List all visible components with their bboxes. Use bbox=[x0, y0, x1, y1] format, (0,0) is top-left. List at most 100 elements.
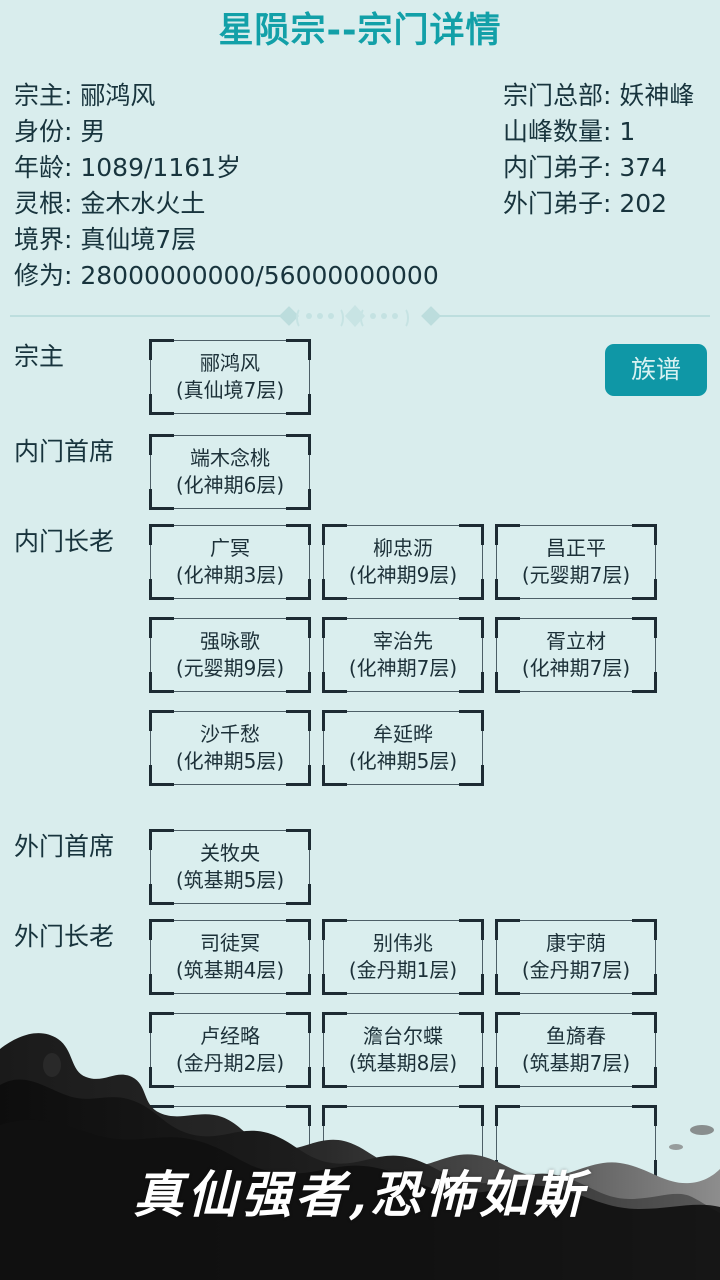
card-frame bbox=[496, 920, 656, 994]
member-name: 牟延晔 bbox=[373, 722, 433, 746]
member-realm: (金丹期1层) bbox=[348, 958, 458, 982]
card-corner-top-left-icon bbox=[322, 617, 347, 638]
stat-realm: 境界: 真仙境7层 bbox=[14, 225, 197, 254]
card-corner-bottom-right-icon bbox=[286, 579, 311, 600]
member-realm: (化神期7层) bbox=[521, 656, 631, 680]
member-card-row: 卢经略 (金丹期2层) 澹台尔蝶(筑基期8层)鱼旖春(筑基期7层) bbox=[149, 1012, 690, 1089]
card-corner-bottom-left-icon bbox=[495, 974, 520, 995]
card-corner-top-right-icon bbox=[286, 617, 311, 638]
card-corner-bottom-left-icon bbox=[322, 579, 347, 600]
member-card[interactable]: 鱼旖春(筑基期7层) bbox=[495, 1012, 657, 1088]
card-corner-top-right-icon bbox=[459, 617, 484, 638]
member-name: 司徒冥 bbox=[200, 931, 260, 955]
card-frame bbox=[150, 830, 310, 904]
member-card[interactable]: 胥立材(化神期7层) bbox=[495, 617, 657, 693]
member-card[interactable]: 别伟兆(金丹期1层) bbox=[322, 919, 484, 995]
card-corner-top-left-icon bbox=[495, 617, 520, 638]
member-card[interactable]: 昌正平(元婴期7层) bbox=[495, 524, 657, 600]
member-card-row: 端木念桃(化神期6层) bbox=[149, 434, 690, 511]
member-name: 沙千愁 bbox=[200, 722, 260, 746]
card-frame bbox=[150, 525, 310, 599]
card-corner-bottom-left-icon bbox=[322, 672, 347, 693]
member-card[interactable]: 关牧央(筑基期5层) bbox=[149, 829, 311, 905]
member-realm: (化神期7层) bbox=[348, 656, 458, 680]
card-corner-bottom-left-icon bbox=[149, 672, 174, 693]
divider-arc-4 bbox=[397, 307, 409, 329]
member-card[interactable]: 沙千愁(化神期5层) bbox=[149, 710, 311, 786]
card-corner-top-left-icon bbox=[149, 829, 174, 850]
member-card-row: 广冥(化神期3层)柳忠沥(化神期9层)昌正平(元婴期7层) bbox=[149, 524, 690, 601]
card-corner-top-left-icon bbox=[149, 710, 174, 731]
card-corner-top-left-icon bbox=[495, 919, 520, 940]
card-frame bbox=[323, 618, 483, 692]
card-corner-top-left-icon bbox=[149, 919, 174, 940]
genealogy-button[interactable]: 族谱 bbox=[605, 344, 707, 396]
member-card[interactable]: 强咏歌(元婴期9层) bbox=[149, 617, 311, 693]
member-card-grid: 郦鸿风(真仙境7层) bbox=[149, 339, 690, 433]
sect-stats-panel: 宗主: 郦鸿风 身份: 男 年龄: 1089/1161岁 灵根: 金木水火土 境… bbox=[0, 78, 720, 308]
member-name: 卢经略 bbox=[200, 1024, 260, 1048]
divider-line-left bbox=[10, 315, 280, 317]
member-name: 宰治先 bbox=[373, 629, 433, 653]
card-corner-top-right-icon bbox=[286, 1105, 311, 1126]
stat-gender: 身份: 男 bbox=[14, 117, 106, 146]
card-corner-bottom-right-icon bbox=[459, 579, 484, 600]
member-card[interactable]: 郦鸿风(真仙境7层) bbox=[149, 339, 311, 415]
card-corner-top-right-icon bbox=[632, 1105, 657, 1126]
card-corner-bottom-right-icon bbox=[459, 974, 484, 995]
card-corner-bottom-left-icon bbox=[322, 974, 347, 995]
member-card[interactable]: 澹台尔蝶(筑基期8层) bbox=[322, 1012, 484, 1088]
member-realm: (化神期5层) bbox=[348, 749, 458, 773]
card-corner-top-right-icon bbox=[632, 524, 657, 545]
card-frame bbox=[150, 340, 310, 414]
member-realm: (元婴期9层) bbox=[175, 656, 285, 680]
card-corner-bottom-right-icon bbox=[459, 672, 484, 693]
card-corner-top-left-icon bbox=[495, 1012, 520, 1033]
member-name: 郦鸿风 bbox=[200, 351, 260, 375]
divider-arc-2 bbox=[332, 307, 344, 329]
card-frame bbox=[150, 435, 310, 509]
page-title: 星陨宗--宗门详情 bbox=[218, 11, 502, 51]
card-corner-bottom-left-icon bbox=[149, 579, 174, 600]
card-frame bbox=[150, 711, 310, 785]
member-card[interactable]: 卢经略 (金丹期2层) bbox=[149, 1012, 311, 1088]
card-corner-top-left-icon bbox=[322, 524, 347, 545]
stat-outer-disciples: 外门弟子: 202 bbox=[503, 189, 668, 218]
sect-stats-right-column: 宗门总部: 妖神峰 山峰数量: 1 内门弟子: 374 外门弟子: 202 bbox=[503, 78, 694, 222]
card-corner-top-left-icon bbox=[149, 617, 174, 638]
card-frame bbox=[323, 920, 483, 994]
section-label: 内门首席 bbox=[14, 437, 115, 466]
member-name: 广冥 bbox=[210, 536, 250, 560]
member-name: 康宇荫 bbox=[546, 931, 606, 955]
section-label: 宗主 bbox=[14, 342, 65, 371]
card-corner-top-left-icon bbox=[322, 919, 347, 940]
card-corner-top-left-icon bbox=[149, 339, 174, 360]
divider-diamond-right bbox=[421, 306, 441, 326]
card-corner-top-right-icon bbox=[459, 524, 484, 545]
member-card[interactable]: 柳忠沥(化神期9层) bbox=[322, 524, 484, 600]
member-card[interactable]: 司徒冥 (筑基期4层) bbox=[149, 919, 311, 995]
member-card[interactable]: 宰治先 (化神期7层) bbox=[322, 617, 484, 693]
member-card[interactable]: 广冥(化神期3层) bbox=[149, 524, 311, 600]
member-card-grid: 端木念桃(化神期6层) bbox=[149, 434, 690, 528]
ink-caption-text: 真仙强者,恐怖如斯 bbox=[133, 1165, 587, 1224]
section-label: 外门首席 bbox=[14, 832, 115, 861]
member-card[interactable]: 牟延晔 (化神期5层) bbox=[322, 710, 484, 786]
card-corner-bottom-right-icon bbox=[286, 765, 311, 786]
card-corner-top-left-icon bbox=[322, 1105, 347, 1126]
section-label: 外门长老 bbox=[14, 922, 115, 951]
member-name: 柳忠沥 bbox=[373, 536, 433, 560]
member-card[interactable]: 端木念桃(化神期6层) bbox=[149, 434, 311, 510]
card-corner-top-right-icon bbox=[286, 829, 311, 850]
card-corner-bottom-left-icon bbox=[495, 579, 520, 600]
member-name: 昌正平 bbox=[546, 536, 606, 560]
card-corner-top-left-icon bbox=[322, 1012, 347, 1033]
member-realm: (筑基期4层) bbox=[175, 958, 285, 982]
card-frame bbox=[323, 711, 483, 785]
divider-dots-right bbox=[370, 312, 398, 320]
card-corner-bottom-left-icon bbox=[149, 884, 174, 905]
card-corner-bottom-left-icon bbox=[149, 489, 174, 510]
member-realm: (金丹期2层) bbox=[175, 1051, 285, 1075]
member-card[interactable]: 康宇荫(金丹期7层) bbox=[495, 919, 657, 995]
member-card-row: 沙千愁(化神期5层) 牟延晔 (化神期5层) bbox=[149, 710, 690, 787]
